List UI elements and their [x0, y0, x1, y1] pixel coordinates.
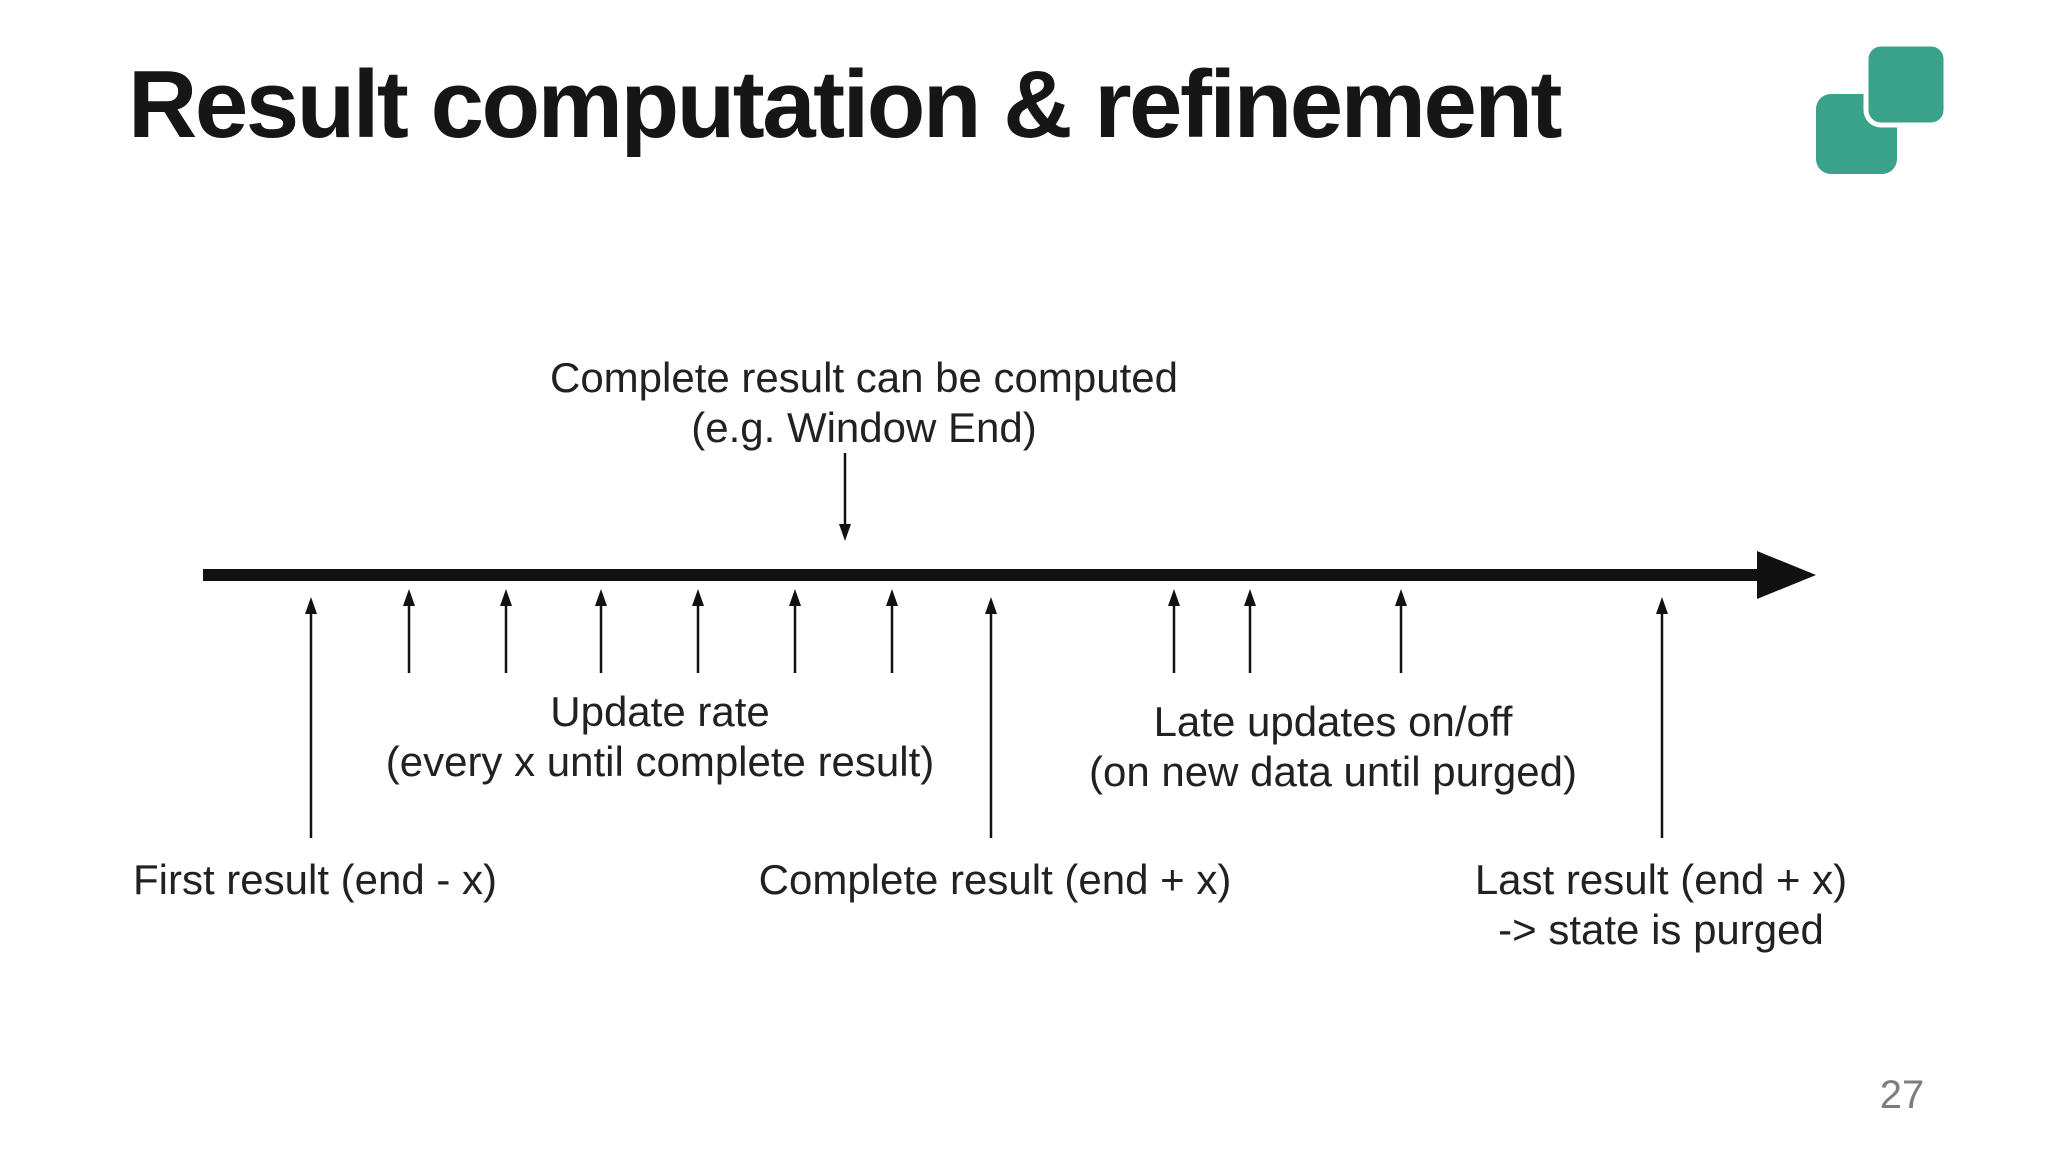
update-event-arrow-head: [1168, 589, 1180, 606]
last-result-line1: Last result (end + x): [1474, 856, 1848, 903]
window-end-annotation: Complete result can be computed (e.g. Wi…: [514, 353, 1214, 453]
window-end-arrow-head: [839, 524, 851, 541]
timeline-arrowhead: [1757, 551, 1816, 599]
result-event-arrow-head: [305, 597, 317, 614]
update-event-arrow-head: [692, 589, 704, 606]
update-event-arrow-head: [886, 589, 898, 606]
last-result-label: Last result (end + x) -> state is purged: [1431, 855, 1891, 955]
update-event-arrow-head: [1395, 589, 1407, 606]
update-event-arrow-head: [1244, 589, 1256, 606]
last-result-line2: -> state is purged: [1498, 906, 1824, 953]
complete-result-line1: Complete result (end + x): [758, 856, 1232, 903]
update-rate-label: Update rate (every x until complete resu…: [360, 687, 960, 787]
slide-title: Result computation & refinement: [128, 51, 1562, 158]
update-event-arrow-head: [403, 589, 415, 606]
annotation-line2: (e.g. Window End): [691, 404, 1037, 451]
first-result-line1: First result (end - x): [132, 856, 498, 903]
result-event-arrow-head: [985, 597, 997, 614]
update-event-arrow-head: [595, 589, 607, 606]
page-number: 27: [1879, 1073, 1925, 1117]
first-result-label: First result (end - x): [105, 855, 525, 905]
update-rate-line2: (every x until complete result): [385, 738, 935, 785]
update-event-arrow-head: [500, 589, 512, 606]
late-updates-line2: (on new data until purged): [1089, 748, 1577, 795]
complete-result-label: Complete result (end + x): [735, 855, 1255, 905]
update-event-arrow-head: [789, 589, 801, 606]
overlapping-squares-logo-icon: [1816, 41, 1949, 174]
logo-front-square: [1863, 41, 1949, 128]
annotation-line1: Complete result can be computed: [549, 354, 1178, 401]
late-updates-line1: Late updates on/off: [1153, 698, 1513, 745]
late-updates-label: Late updates on/off (on new data until p…: [1033, 697, 1633, 797]
update-rate-line1: Update rate: [550, 688, 770, 735]
result-event-arrow-head: [1656, 597, 1668, 614]
